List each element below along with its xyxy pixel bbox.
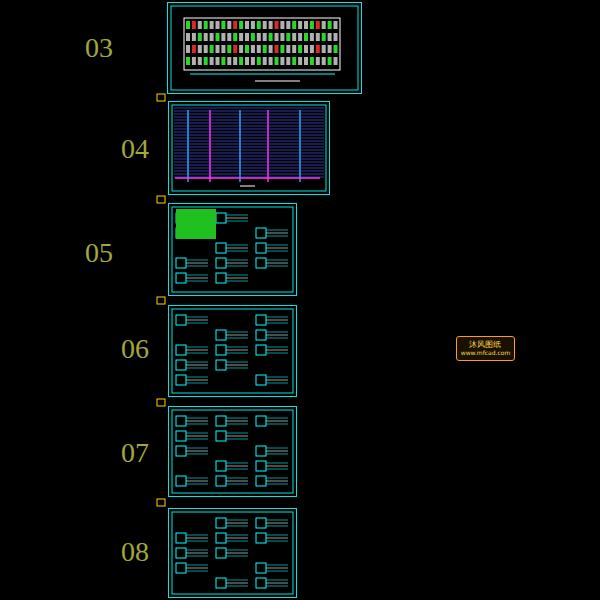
- watermark-text: www.mfcad.com: [461, 350, 511, 357]
- sheet-number: 04: [121, 135, 149, 163]
- sheet-markers: [157, 94, 165, 506]
- drawing-frame: 05: [168, 203, 297, 296]
- drawing-frame: 04: [168, 101, 330, 195]
- drawing-frame: 06: [168, 305, 297, 397]
- sheet-number: 07: [121, 439, 149, 467]
- sheet-number: 06: [121, 335, 149, 363]
- drawing-frame: 08: [168, 508, 297, 598]
- sheet-number: 08: [121, 538, 149, 566]
- watermark-text: 沐风图纸: [461, 340, 511, 349]
- watermark-box: 沐风图纸www.mfcad.com: [456, 336, 516, 360]
- sheet-contents: [171, 6, 358, 594]
- sheet-number: 03: [85, 34, 113, 62]
- drawing-frame: 07: [168, 406, 297, 497]
- drawing-frame: 03: [167, 2, 362, 94]
- sheet-number: 05: [85, 239, 113, 267]
